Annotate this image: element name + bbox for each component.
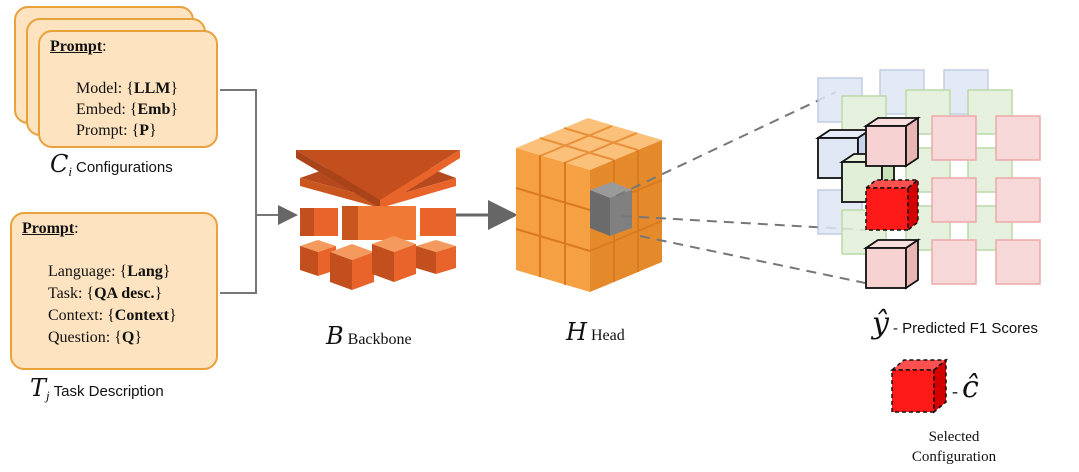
projection-lines [615,91,871,285]
backbone-label: B Backbone [326,322,412,350]
backbone-icon [296,150,460,290]
selected-cube-in-grid [863,178,921,232]
head-label: H Head [566,318,625,346]
task-line-question: Question: {Q} [48,329,143,346]
config-prompt-title: Prompt: [50,38,107,55]
head-icon [515,118,663,292]
selected-cube-legend [889,358,949,414]
task-line-language: Language: {Lang} [48,263,171,280]
config-line-embed: Embed: {Emb} [76,101,179,118]
task-line-task: Task: {QA desc.} [48,285,163,302]
config-line-model: Model: {LLM} [76,80,179,97]
config-caption: Ci Configurations [50,150,173,180]
input-connector [220,89,298,294]
config-card [38,30,218,148]
task-card [10,212,218,370]
task-line-context: Context: {Context} [48,307,177,324]
selected-symbol: - ĉ [952,370,979,405]
selected-label: Selected Configuration [911,429,997,465]
task-caption: Tj Task Description [30,374,164,404]
output-label: ŷ - Predicted F1 Scores [872,306,1039,341]
prediction-grid [817,69,1041,285]
config-line-prompt: Prompt: {P} [76,122,157,139]
task-prompt-title: Prompt: [22,220,79,237]
